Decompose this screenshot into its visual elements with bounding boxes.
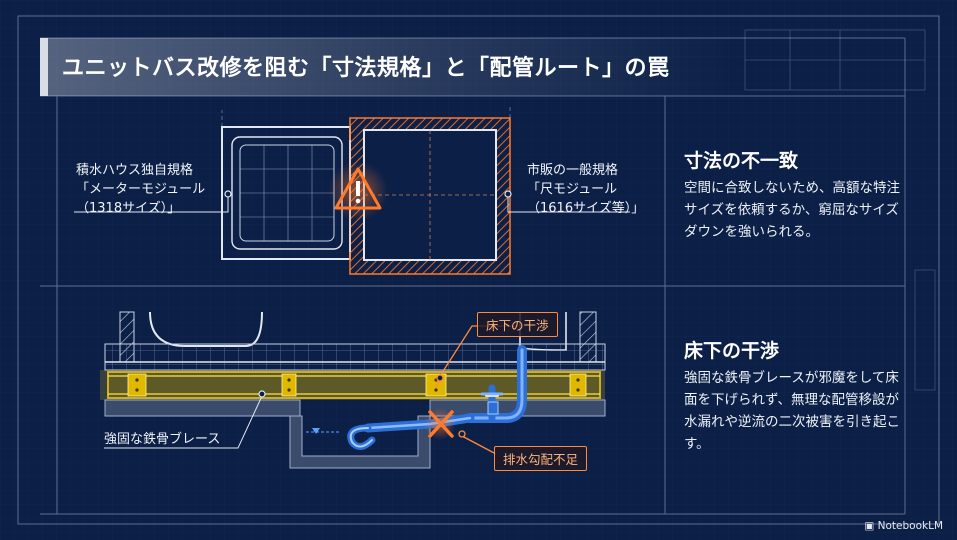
title-bar — [40, 38, 748, 96]
section-heading-underfloor: 床下の干渉 — [684, 340, 780, 362]
callout-drain-slope: 排水勾配不足 — [494, 446, 588, 471]
callout-floor-interference: 床下の干渉 — [477, 312, 558, 337]
brand-text: NotebookLM — [877, 520, 943, 532]
cross-mark-icon — [424, 408, 456, 440]
label-1616-module: 市販の一般規格 「尺モジュール （1616サイズ等）」 — [527, 161, 644, 218]
label-1616-line-1: 市販の一般規格 — [527, 163, 619, 178]
section-body-underfloor: 強固な鉄骨ブレースが邪魔をして床面を下げられず、無理な配管移設が水漏れや逆流の二… — [684, 370, 900, 452]
notebook-icon: ▣ — [864, 520, 878, 532]
page-title: ユニットバス改修を阻む「寸法規格」と「配管ルート」の罠 — [62, 56, 670, 81]
warning-triangle-icon — [328, 161, 388, 221]
label-1616-line-2: 「尺モジュール — [527, 182, 618, 197]
brand-logo: ▣ NotebookLM — [864, 520, 943, 532]
label-steel-brace: 強固な鉄骨ブレース — [104, 432, 221, 447]
section-heading-dimension: 寸法の不一致 — [684, 150, 799, 172]
label-1318-module: 積水ハウス独自規格 「メーターモジュール （1318サイズ）」 — [76, 161, 205, 218]
valve-handle-icon — [487, 401, 499, 415]
label-1318-line-3: （1318サイズ）」 — [76, 201, 181, 216]
label-1318-line-2: 「メーターモジュール — [76, 182, 206, 197]
label-1318-line-1: 積水ハウス独自規格 — [76, 163, 194, 178]
label-1616-line-3: （1616サイズ等）」 — [527, 201, 645, 216]
section-body-dimension: 空間に合致しないため、高額な特注サイズを依頼するか、窮屈なサイズダウンを強いられ… — [684, 180, 900, 240]
steel-brace — [100, 370, 605, 400]
